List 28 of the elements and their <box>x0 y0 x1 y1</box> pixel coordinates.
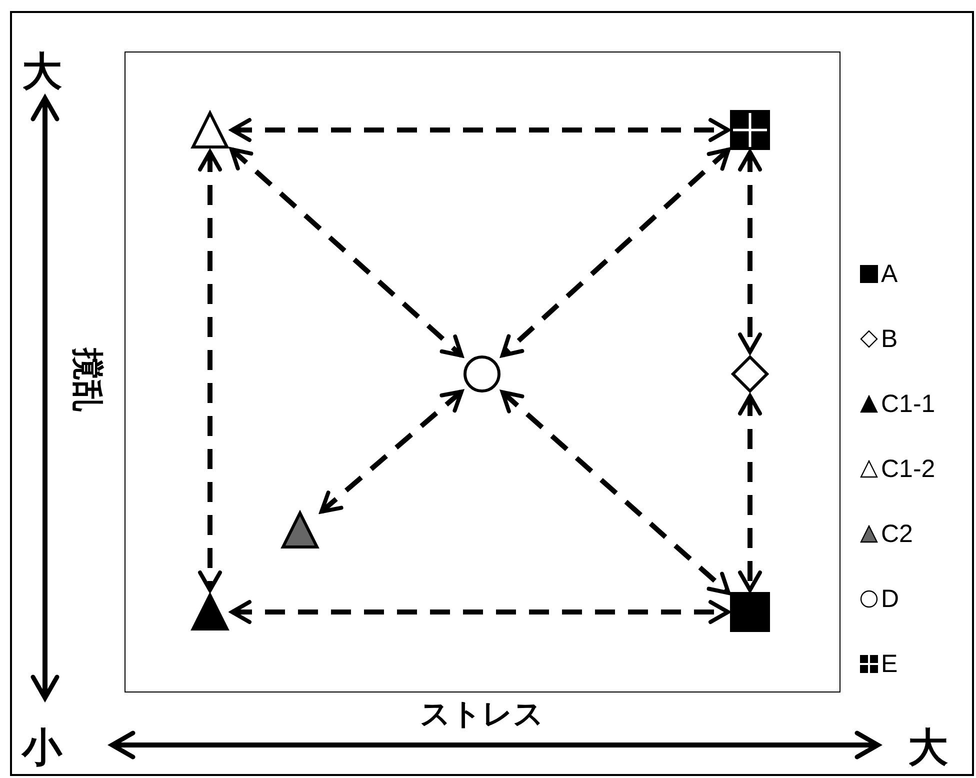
dashed-arrow <box>500 148 730 358</box>
legend-label: B <box>881 327 898 352</box>
legend-label: A <box>881 262 898 287</box>
dashed-arrow <box>198 150 222 592</box>
dashed-arrow <box>230 147 464 358</box>
triangle-symbol <box>280 510 320 550</box>
legend-label: C2 <box>881 522 913 547</box>
square-symbol <box>730 592 770 632</box>
legend-label: D <box>881 587 900 612</box>
legend-label: C1-1 <box>881 392 936 417</box>
legend-label: E <box>881 652 898 677</box>
axis-title: ストレス <box>420 700 544 730</box>
dashed-arrow <box>230 600 730 624</box>
circle-symbol <box>463 355 501 393</box>
triangle-symbol <box>190 592 230 632</box>
square-symbol <box>730 110 770 150</box>
dashed-arrow <box>230 118 730 142</box>
dashed-arrow <box>738 150 762 354</box>
axis-title: 撹乱 <box>72 348 104 412</box>
triangle-symbol <box>190 110 230 150</box>
dashed-arrow <box>738 394 762 592</box>
axis-end-label: 大 <box>22 52 62 92</box>
dashed-arrow <box>500 390 730 595</box>
legend-label: C1-2 <box>881 457 936 482</box>
axis-end-label: 大 <box>908 728 948 768</box>
axis-end-label: 小 <box>22 728 62 768</box>
dashed-arrow <box>320 390 464 514</box>
diamond-symbol <box>730 354 770 394</box>
